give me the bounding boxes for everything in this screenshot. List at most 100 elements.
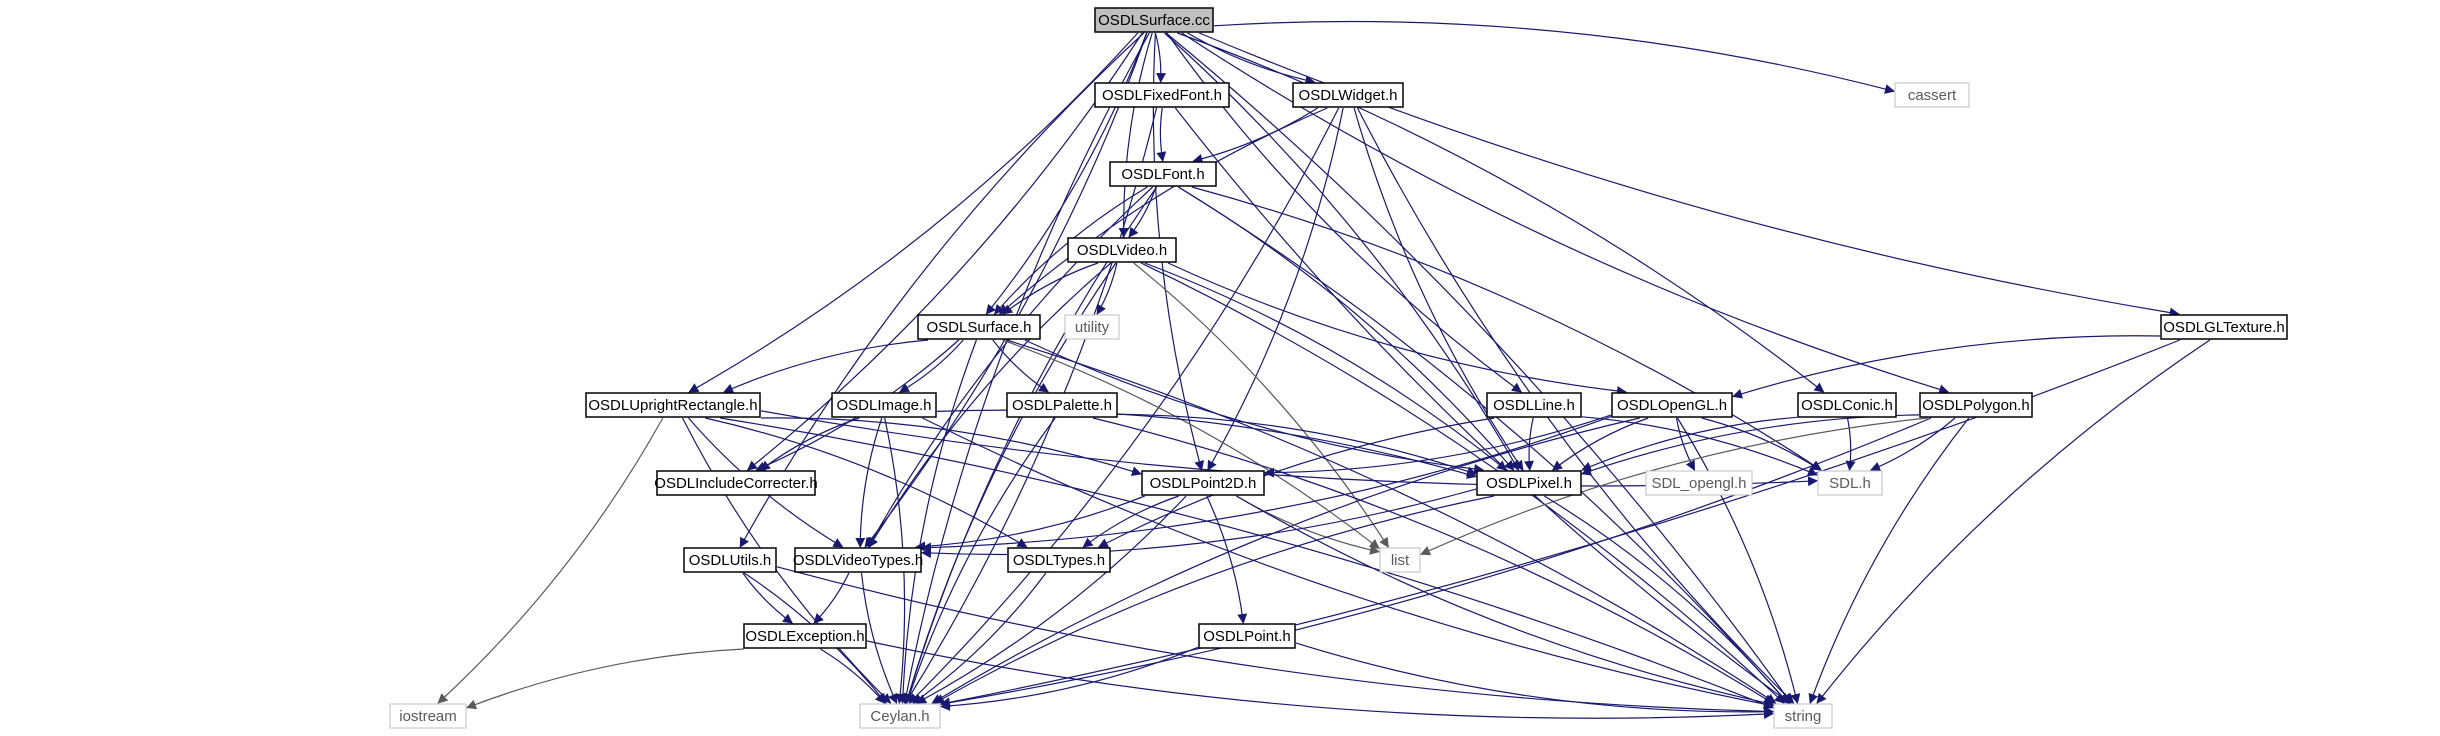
edge-widget-to-pixel <box>1353 107 1524 471</box>
node-types[interactable]: OSDLTypes.h <box>1007 547 1111 573</box>
node-label-fixedfont: OSDLFixedFont.h <box>1102 87 1222 104</box>
edge-surfaceh-to-palette <box>992 339 1050 393</box>
node-box-font <box>1109 161 1217 187</box>
node-box-types <box>1007 547 1111 573</box>
edge-polygon-to-sdlh <box>1870 417 1956 472</box>
edge-video-to-videotypes <box>868 262 1112 548</box>
edge-point2d-to-ceylan <box>916 495 1187 704</box>
node-fixedfont[interactable]: OSDLFixedFont.h <box>1094 82 1230 108</box>
edge-surfaceh-to-list <box>1002 339 1380 550</box>
node-line[interactable]: OSDLLine.h <box>1486 392 1582 418</box>
edge-uprect-to-iostream <box>437 417 664 704</box>
node-label-font: OSDLFont.h <box>1121 166 1204 183</box>
edge-surfacecc-to-ceylan <box>901 32 1150 704</box>
edge-surfacecc-to-widget <box>1187 32 1316 86</box>
edge-surfacecc-to-fixedfont <box>1154 32 1167 83</box>
node-box-cassert <box>1894 82 1970 108</box>
node-uprect[interactable]: OSDLUprightRectangle.h <box>585 392 761 418</box>
edge-font-to-sdlh <box>1191 186 1822 471</box>
edge-exception-to-ceylan <box>820 648 886 704</box>
node-ceylan: Ceylan.h <box>859 703 941 729</box>
node-utils[interactable]: OSDLUtils.h <box>683 547 777 573</box>
edge-palette-to-string <box>1092 417 1774 704</box>
node-box-exception <box>743 623 867 649</box>
node-videotypes[interactable]: OSDLVideoTypes.h <box>793 547 923 573</box>
edge-font-to-surfaceh <box>993 186 1148 315</box>
node-palette[interactable]: OSDLPalette.h <box>1006 392 1118 418</box>
edge-surfacecc-to-polygon <box>1181 32 1950 395</box>
edge-video-to-opengl <box>1167 262 1627 396</box>
node-box-inccorr <box>656 470 816 496</box>
edge-surfacecc-to-videotypes <box>864 32 1148 548</box>
node-widget[interactable]: OSDLWidget.h <box>1292 82 1404 108</box>
edge-surfacecc-to-conic <box>1177 32 1825 393</box>
edge-types-to-ceylan <box>912 572 1047 704</box>
node-label-polygon: OSDLPolygon.h <box>1922 397 2030 414</box>
edge-video-to-string <box>1140 262 1785 704</box>
edge-video-to-surfaceh <box>1002 262 1099 315</box>
node-box-utility <box>1064 314 1120 340</box>
node-box-list <box>1379 547 1421 573</box>
node-label-exception: OSDLException.h <box>745 628 864 645</box>
node-list: list <box>1379 547 1421 573</box>
node-string: string <box>1773 703 1833 729</box>
edge-surfaceh-to-string <box>1006 339 1777 704</box>
node-video[interactable]: OSDLVideo.h <box>1067 237 1177 263</box>
node-label-conic: OSDLConic.h <box>1801 397 1893 414</box>
node-cassert: cassert <box>1894 82 1970 108</box>
node-label-cassert: cassert <box>1908 87 1957 104</box>
node-conic[interactable]: OSDLConic.h <box>1797 392 1897 418</box>
edge-image-to-string <box>922 417 1774 709</box>
edge-surfacecc-to-cassert <box>1213 20 1895 94</box>
edge-conic-to-sdlh <box>1845 417 1856 471</box>
edge-opengl-to-videotypes <box>921 416 1612 553</box>
node-pixel[interactable]: OSDLPixel.h <box>1476 470 1582 496</box>
node-label-opengl: OSDLOpenGL.h <box>1617 397 1727 414</box>
edge-font-to-string <box>1178 186 1789 704</box>
edge-opengl-to-string <box>1676 417 1801 704</box>
node-box-gltexture <box>2160 314 2288 340</box>
node-surfacecc[interactable]: OSDLSurface.cc <box>1094 7 1214 33</box>
node-label-surfacecc: OSDLSurface.cc <box>1098 12 1210 29</box>
edge-conic-to-pixel <box>1581 416 1798 472</box>
node-polygon[interactable]: OSDLPolygon.h <box>1919 392 2033 418</box>
edge-point-to-string <box>1295 642 1774 717</box>
node-box-videotypes <box>794 547 922 573</box>
node-box-opengl <box>1611 392 1733 418</box>
node-gltexture[interactable]: OSDLGLTexture.h <box>2160 314 2288 340</box>
node-inccorr[interactable]: OSDLIncludeCorrecter.h <box>654 470 818 496</box>
edge-point2d-to-videotypes <box>915 495 1146 552</box>
edge-point2d-to-types <box>1082 495 1179 548</box>
edge-opengl-to-sdlh <box>1701 417 1822 471</box>
edge-widget-to-surfaceh <box>998 107 1328 315</box>
node-box-ceylan <box>859 703 941 729</box>
node-label-image: OSDLImage.h <box>836 397 931 414</box>
node-box-conic <box>1797 392 1897 418</box>
node-iostream: iostream <box>389 703 467 729</box>
node-point2d[interactable]: OSDLPoint2D.h <box>1141 470 1265 496</box>
node-font[interactable]: OSDLFont.h <box>1109 161 1217 187</box>
node-label-string: string <box>1785 708 1822 725</box>
edge-image-to-videotypes <box>855 417 883 548</box>
node-label-utils: OSDLUtils.h <box>689 552 772 569</box>
node-sdlh: SDL.h <box>1817 470 1883 496</box>
node-sdlopengl: SDL_opengl.h <box>1645 470 1753 496</box>
node-point[interactable]: OSDLPoint.h <box>1198 623 1296 649</box>
node-exception[interactable]: OSDLException.h <box>743 623 867 649</box>
edge-fixedfont-to-font <box>1156 107 1167 162</box>
node-label-palette: OSDLPalette.h <box>1012 397 1112 414</box>
node-box-palette <box>1006 392 1118 418</box>
edge-videotypes-to-exception <box>813 572 850 624</box>
node-image[interactable]: OSDLImage.h <box>831 392 937 418</box>
node-box-fixedfont <box>1094 82 1230 108</box>
node-label-gltexture: OSDLGLTexture.h <box>2163 319 2284 336</box>
node-box-polygon <box>1919 392 2033 418</box>
node-opengl[interactable]: OSDLOpenGL.h <box>1611 392 1733 418</box>
node-surfaceh[interactable]: OSDLSurface.h <box>917 314 1041 340</box>
edge-surfacecc-to-video <box>1118 32 1153 238</box>
node-box-sdlopengl <box>1645 470 1753 496</box>
node-box-video <box>1067 237 1177 263</box>
node-box-line <box>1486 392 1582 418</box>
edge-surfacecc-to-utils <box>739 32 1145 548</box>
